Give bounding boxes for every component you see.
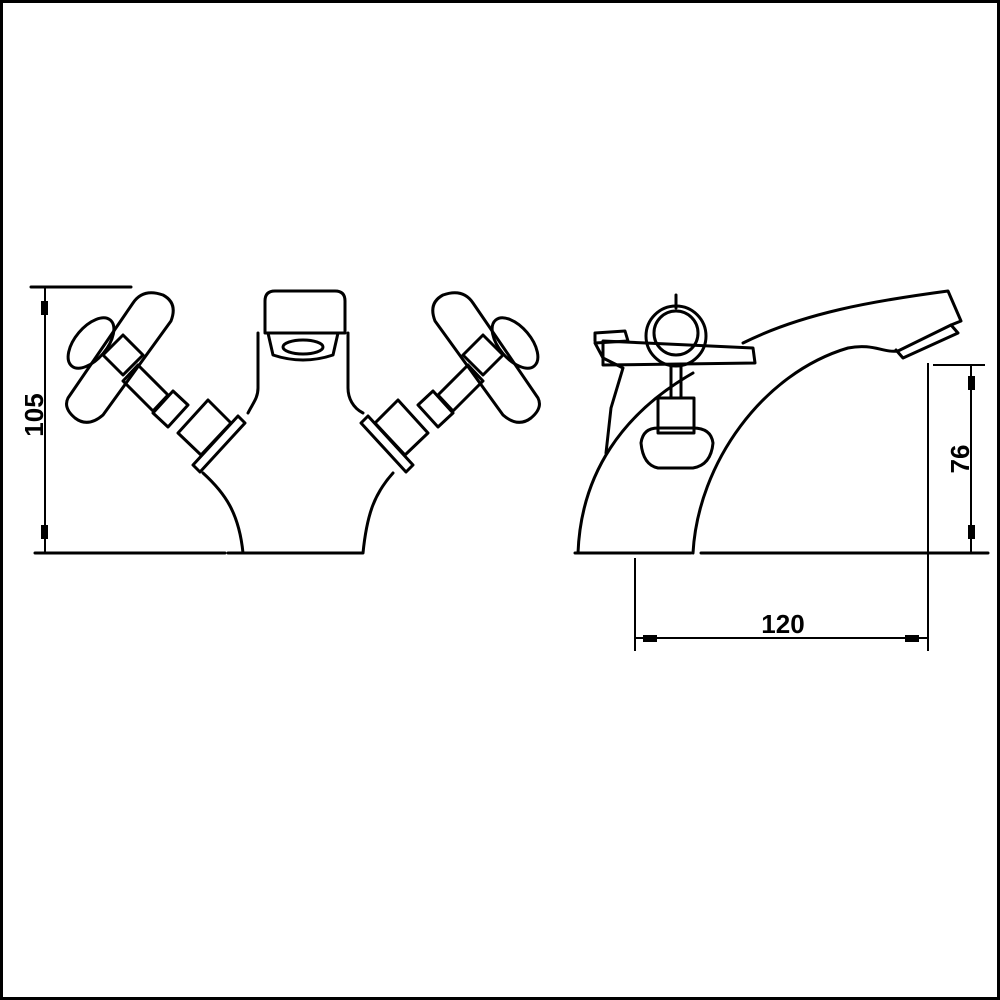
right-cross-handle	[431, 291, 541, 424]
gland-nut	[656, 396, 696, 435]
tap-body	[201, 331, 395, 555]
arrow-bottom	[41, 525, 48, 539]
spout-inner	[691, 323, 960, 555]
left-handle-cap	[66, 316, 116, 370]
spout-height-label: 76	[945, 445, 975, 474]
side-view: 76 120	[573, 289, 990, 651]
arrow-top	[41, 301, 48, 315]
projection-label: 120	[761, 609, 804, 639]
spout-outer	[576, 289, 963, 555]
arrow-top-76	[968, 376, 975, 390]
right-handle-cap	[490, 316, 540, 370]
spindle	[669, 363, 683, 400]
tap-drawing-svg: 105	[19, 285, 990, 651]
spout-head	[263, 289, 347, 335]
left-valve	[65, 291, 247, 474]
height-label: 105	[19, 393, 49, 436]
front-view: 105	[19, 285, 541, 555]
handle-cap	[644, 304, 708, 368]
handle-cap-inner	[652, 309, 700, 357]
arrow-bottom-76	[968, 525, 975, 539]
hex-nut	[639, 426, 715, 470]
cross-bar	[601, 339, 757, 367]
aerator	[266, 331, 340, 362]
right-valve	[359, 291, 541, 474]
aerator-outlet	[281, 338, 325, 356]
arrow-right-120	[905, 635, 919, 642]
arrow-left-120	[643, 635, 657, 642]
left-cross-handle	[65, 291, 175, 424]
lever	[593, 329, 630, 455]
